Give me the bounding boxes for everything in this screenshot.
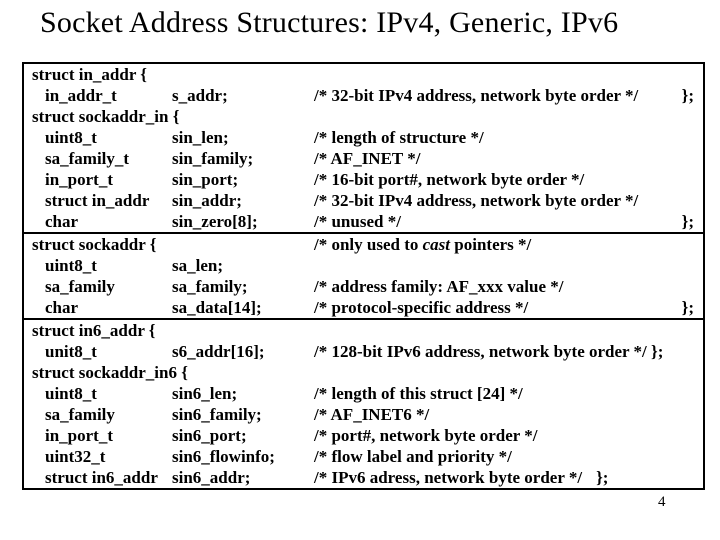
code-row-ipv4-structs-4: sa_family_t sin_family; /* AF_INET */ bbox=[24, 148, 703, 169]
code-comment: /* flow label and priority */ bbox=[314, 447, 512, 466]
code-type: uint8_t bbox=[45, 384, 97, 403]
code-comment: /* AF_INET6 */ bbox=[314, 405, 430, 424]
code-type: unit8_t bbox=[45, 342, 97, 361]
code-row-ipv4-structs-7: char sin_zero[8]; /* unused */}; bbox=[24, 211, 703, 232]
code-comment: /* protocol-specific address */ bbox=[314, 298, 529, 317]
code-field-name: sin6_family; bbox=[172, 405, 262, 424]
code-row-generic-struct-0: struct sockaddr { /* only used to cast po… bbox=[24, 234, 703, 255]
code-row-ipv4-structs-0: struct in_addr { bbox=[24, 64, 703, 85]
code-field-name: s_addr; bbox=[172, 86, 228, 105]
code-row-ipv6-structs-7: struct in6_addr sin6_addr; /* IPv6 adress,… bbox=[24, 467, 703, 488]
code-type: struct sockaddr_in { bbox=[32, 107, 180, 126]
code-comment-part: /* only used to bbox=[314, 235, 423, 254]
code-type: in_addr_t bbox=[45, 86, 117, 105]
code-comment: /* 32-bit IPv4 address, network byte ord… bbox=[314, 191, 639, 210]
page-number: 4 bbox=[658, 494, 666, 510]
code-type: struct in6_addr bbox=[45, 468, 158, 487]
code-comment: /* AF_INET */ bbox=[314, 149, 421, 168]
code-comment: /* length of structure */ bbox=[314, 128, 484, 147]
code-field-name: sa_len; bbox=[172, 256, 223, 275]
code-type: in_port_t bbox=[45, 426, 113, 445]
code-row-ipv4-structs-6: struct in_addr sin_addr; /* 32-bit IPv4 ad… bbox=[24, 190, 703, 211]
code-comment: /* 32-bit IPv4 address, network byte ord… bbox=[314, 86, 639, 105]
code-row-ipv4-structs-3: uint8_t sin_len; /* length of structure */ bbox=[24, 127, 703, 148]
code-comment: /* port#, network byte order */ bbox=[314, 426, 538, 445]
code-field-name: sin_zero[8]; bbox=[172, 212, 258, 231]
code-comment-part: cast bbox=[422, 235, 451, 254]
code-row-ipv6-structs-4: sa_family sin6_family; /* AF_INET6 */ bbox=[24, 404, 703, 425]
code-closing-brace: }; bbox=[681, 212, 694, 231]
code-closing-brace: }; bbox=[681, 298, 694, 317]
code-type: uint32_t bbox=[45, 447, 106, 466]
code-row-ipv4-structs-5: in_port_t sin_port; /* 16-bit port#, netwo… bbox=[24, 169, 703, 190]
code-type: struct in6_addr { bbox=[32, 321, 156, 340]
code-type: struct in_addr { bbox=[32, 65, 148, 84]
code-type: uint8_t bbox=[45, 256, 97, 275]
code-type: char bbox=[45, 212, 79, 231]
code-field-name: sin_port; bbox=[172, 170, 239, 189]
code-comment: /* 16-bit port#, network byte order */ bbox=[314, 170, 585, 189]
code-field-name: sin_family; bbox=[172, 149, 254, 168]
code-type: sa_family bbox=[45, 405, 115, 424]
code-row-generic-struct-3: char sa_data[14]; /* protocol-specific add… bbox=[24, 297, 703, 318]
code-row-generic-struct-1: uint8_t sa_len; bbox=[24, 255, 703, 276]
code-row-ipv6-structs-1: unit8_t s6_addr[16]; /* 128-bit IPv6 addre… bbox=[24, 341, 703, 362]
code-row-ipv6-structs-5: in_port_t sin6_port; /* port#, network byt… bbox=[24, 425, 703, 446]
code-row-ipv4-structs-2: struct sockaddr_in { bbox=[24, 106, 703, 127]
code-type: in_port_t bbox=[45, 170, 113, 189]
code-closing-brace: }; bbox=[596, 468, 609, 487]
code-section-ipv4-structs: struct in_addr { in_addr_t s_addr; /* 32-bi… bbox=[24, 64, 703, 232]
code-comment: /* IPv6 adress, network byte order */}; bbox=[314, 468, 609, 487]
code-type: char bbox=[45, 298, 79, 317]
code-comment-part: pointers */ bbox=[450, 235, 532, 254]
code-comment: /* address family: AF_xxx value */ bbox=[314, 277, 564, 296]
code-comment: /* length of this struct [24] */ bbox=[314, 384, 523, 403]
code-row-generic-struct-2: sa_family sa_family; /* address family: AF… bbox=[24, 276, 703, 297]
code-section-ipv6-structs: struct in6_addr { unit8_t s6_addr[16]; /* 1… bbox=[24, 318, 703, 488]
code-type: struct in_addr bbox=[45, 191, 150, 210]
code-field-name: sin6_len; bbox=[172, 384, 238, 403]
code-comment: /* unused */ bbox=[314, 212, 401, 231]
code-row-ipv6-structs-6: uint32_t sin6_flowinfo; /* flow label and … bbox=[24, 446, 703, 467]
code-type: uint8_t bbox=[45, 128, 97, 147]
code-field-name: sin_addr; bbox=[172, 191, 242, 210]
code-type: struct sockaddr { bbox=[32, 235, 157, 254]
code-type: struct sockaddr_in6 { bbox=[32, 363, 188, 382]
code-field-name: sin6_flowinfo; bbox=[172, 447, 275, 466]
code-row-ipv6-structs-3: uint8_t sin6_len; /* length of this struct… bbox=[24, 383, 703, 404]
code-field-name: sa_data[14]; bbox=[172, 298, 262, 317]
code-closing-brace: }; bbox=[681, 86, 694, 105]
code-field-name: sin6_addr; bbox=[172, 468, 251, 487]
code-field-name: s6_addr[16]; bbox=[172, 342, 265, 361]
code-comment: /* 128-bit IPv6 address, network byte or… bbox=[314, 342, 664, 361]
code-table: struct in_addr { in_addr_t s_addr; /* 32-bi… bbox=[22, 62, 705, 490]
code-row-ipv4-structs-1: in_addr_t s_addr; /* 32-bit IPv4 address, … bbox=[24, 85, 703, 106]
code-field-name: sin_len; bbox=[172, 128, 229, 147]
code-type: sa_family bbox=[45, 277, 115, 296]
code-row-ipv6-structs-2: struct sockaddr_in6 { bbox=[24, 362, 703, 383]
code-field-name: sin6_port; bbox=[172, 426, 247, 445]
slide-title: Socket Address Structures: IPv4, Generic… bbox=[40, 6, 619, 39]
code-comment: /* only used to cast pointers */ bbox=[314, 234, 531, 255]
code-type: sa_family_t bbox=[45, 149, 130, 168]
code-row-ipv6-structs-0: struct in6_addr { bbox=[24, 320, 703, 341]
code-section-generic-struct: struct sockaddr { /* only used to cast po… bbox=[24, 232, 703, 318]
code-field-name: sa_family; bbox=[172, 277, 248, 296]
